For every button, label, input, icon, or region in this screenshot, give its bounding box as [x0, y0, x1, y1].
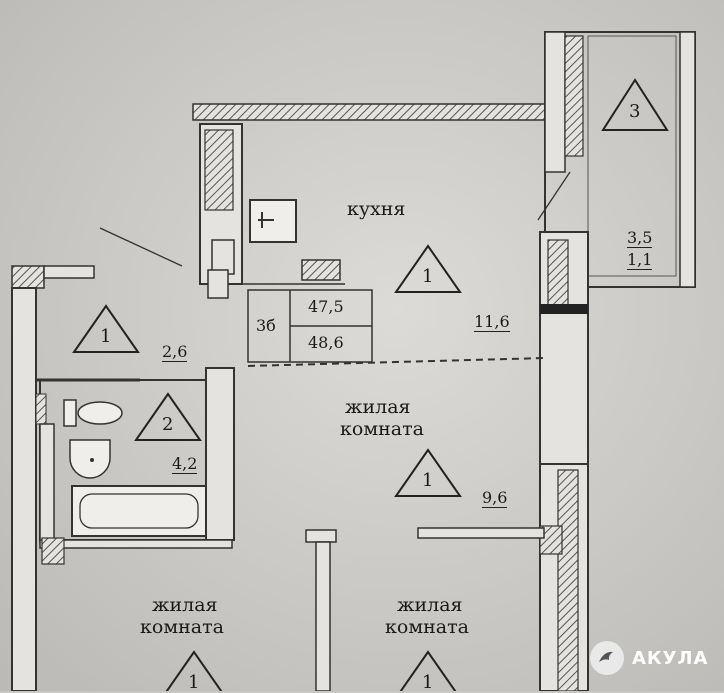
area-living-center: 9,6 [482, 488, 508, 508]
wall-room-right [417, 527, 545, 539]
area-hall: 2,6 [162, 342, 188, 362]
total-with-balcony: 48,6 [308, 333, 344, 352]
room-label-kitchen: кухня [347, 198, 406, 220]
marker-balcony-number: 3 [629, 101, 641, 122]
room-label-living-left-1: жилая [152, 594, 218, 616]
brand-name: АКУЛА [632, 647, 709, 669]
wall-between-rooms [315, 541, 331, 691]
toilet-bowl [77, 401, 123, 425]
room-label-living-left-2: комната [140, 616, 224, 638]
vent-duct [204, 129, 234, 211]
marker-kitchen [394, 244, 462, 293]
vent-inner [211, 239, 235, 275]
kitchen-divider-dashed [247, 357, 546, 367]
wall-top [192, 103, 569, 121]
marker-living-center-number: 1 [422, 470, 434, 491]
total-area: 47,5 [308, 297, 344, 316]
room-label-living-center-1: жилая [345, 396, 411, 418]
area-kitchen: 11,6 [474, 312, 510, 332]
kitchen-sink [301, 259, 341, 281]
bath-sink [69, 439, 111, 479]
marker-hall [72, 304, 140, 353]
stove [249, 199, 297, 243]
marker-bathroom-number: 2 [162, 414, 174, 435]
room-label-living-center-2: комната [340, 418, 424, 440]
marker-kitchen-number: 1 [422, 266, 434, 287]
marker-hall-number: 1 [100, 326, 112, 347]
apartment-type: 3б [256, 316, 276, 335]
area-balcony-b: 1,1 [627, 250, 653, 270]
room-label-living-right-2: комната [385, 616, 469, 638]
balcony-wall [564, 35, 584, 157]
marker-living-left-number: 1 [188, 672, 200, 693]
marker-living-left [165, 650, 223, 691]
marker-balcony [601, 78, 669, 131]
marker-living-right [399, 650, 457, 691]
area-balcony-a: 3,5 [627, 228, 653, 248]
area-bathroom: 4,2 [172, 454, 198, 474]
window-sill [540, 304, 588, 314]
shark-logo-icon [590, 641, 624, 675]
room-label-living-right-1: жилая [397, 594, 463, 616]
toilet-tank [63, 399, 77, 427]
vent-column [207, 269, 229, 299]
marker-bathroom [134, 392, 202, 441]
wall-left [11, 287, 37, 691]
brand-watermark: АКУЛА [590, 638, 708, 678]
marker-living-center [394, 448, 462, 497]
marker-living-right-number: 1 [422, 672, 434, 693]
